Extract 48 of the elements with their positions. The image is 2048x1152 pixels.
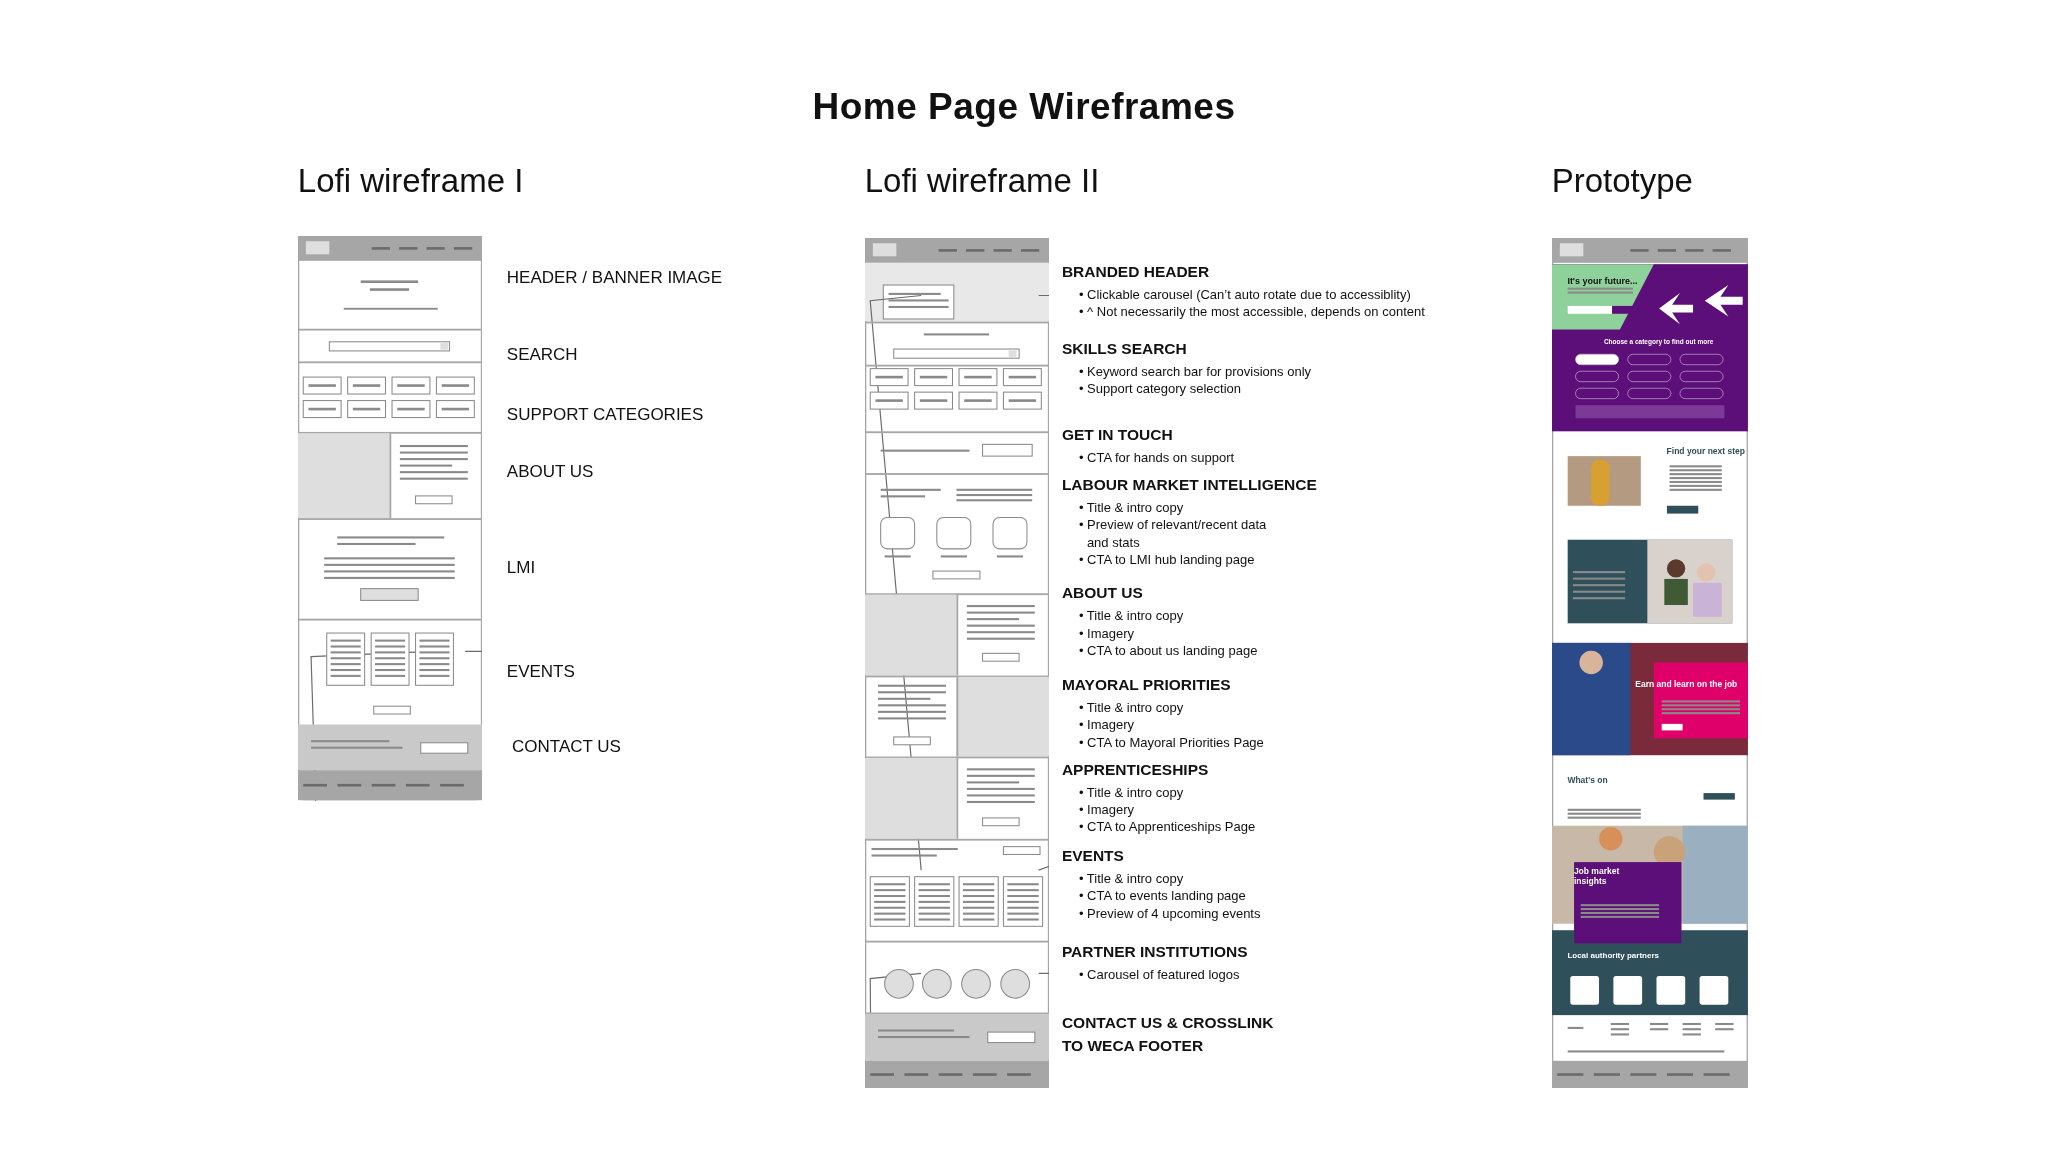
bullet-point: • Clickable carousel (Can’t auto rotate due to accessiblity)	[1078, 285, 1412, 304]
section-label: CONTACT US	[512, 736, 621, 757]
bullet-point: • CTA to about us landing page	[1078, 642, 1259, 660]
bullet-point: • CTA for hands on support	[1078, 449, 1236, 467]
screenshot-heading: Local authority partners	[1567, 950, 1659, 960]
bullet-point: • Preview of 4 upcoming events	[1078, 904, 1262, 922]
bullet-point: • CTA to Apprenticeships Page	[1078, 818, 1257, 836]
section-heading: MAYORAL PRIORITIES	[1061, 674, 1232, 695]
bullet-point: • Keyword search bar for provisions only	[1078, 363, 1313, 381]
screenshot-heading: What's on	[1567, 775, 1608, 786]
column-heading: Prototype	[1551, 162, 1693, 200]
bullet-point: • ^ Not necessarily the most accessible, depends on content	[1078, 303, 1426, 321]
bullet-point: • Imagery	[1078, 716, 1135, 734]
bullet-point: • Imagery	[1078, 801, 1135, 819]
section-label: LMI	[506, 557, 536, 578]
bullet-point: • Title & intro copy	[1078, 783, 1185, 801]
section-heading: CONTACT US & CROSSLINK TO WECA FOOTER	[1061, 1012, 1275, 1056]
bullet-point: • Imagery	[1078, 624, 1135, 642]
bullet-point: • Carousel of featured logos	[1078, 966, 1241, 984]
section-label: HEADER / BANNER IMAGE	[506, 267, 723, 288]
bullet-point: • Title & intro copy	[1078, 698, 1185, 717]
screenshot-heading: Job market insights	[1573, 867, 1621, 887]
bullet-point: • Support category selection	[1078, 380, 1242, 398]
section-heading: BRANDED HEADER	[1061, 261, 1211, 282]
section-heading: PARTNER INSTITUTIONS	[1061, 942, 1249, 963]
screenshot-heading: It's your future...	[1567, 275, 1638, 286]
section-heading: APPRENTICESHIPS	[1061, 759, 1210, 780]
section-heading: LABOUR MARKET INTELLIGENCE	[1061, 474, 1318, 495]
section-heading: GET IN TOUCH	[1061, 425, 1174, 446]
section-label: EVENTS	[506, 662, 575, 683]
column-heading: Lofi wireframe I	[297, 162, 524, 200]
bullet-point: • CTA to events landing page	[1078, 887, 1247, 905]
screenshot-heading: Earn and learn on the job	[1635, 680, 1738, 691]
diagram-title: Home Page Wireframes	[811, 86, 1237, 129]
section-label: SUPPORT CATEGORIES	[506, 404, 704, 425]
bullet-point: • CTA to Mayoral Priorities Page	[1078, 733, 1265, 751]
bullet-point: • Preview of relevant/recent data and stats	[1078, 516, 1268, 551]
section-label: SEARCH	[506, 344, 578, 365]
section-label: ABOUT US	[506, 462, 594, 483]
bullet-point: • CTA to LMI hub landing page	[1078, 551, 1256, 569]
bullet-point: • Title & intro copy	[1078, 607, 1185, 625]
section-heading: ABOUT US	[1061, 583, 1144, 604]
section-heading: EVENTS	[1061, 845, 1125, 866]
bullet-point: • Title & intro copy	[1078, 869, 1185, 888]
column-heading: Lofi wireframe II	[864, 162, 1100, 200]
bullet-point: • Title & intro copy	[1078, 498, 1185, 517]
section-heading: SKILLS SEARCH	[1061, 339, 1188, 359]
screenshot-heading: Find your next step	[1666, 446, 1745, 457]
